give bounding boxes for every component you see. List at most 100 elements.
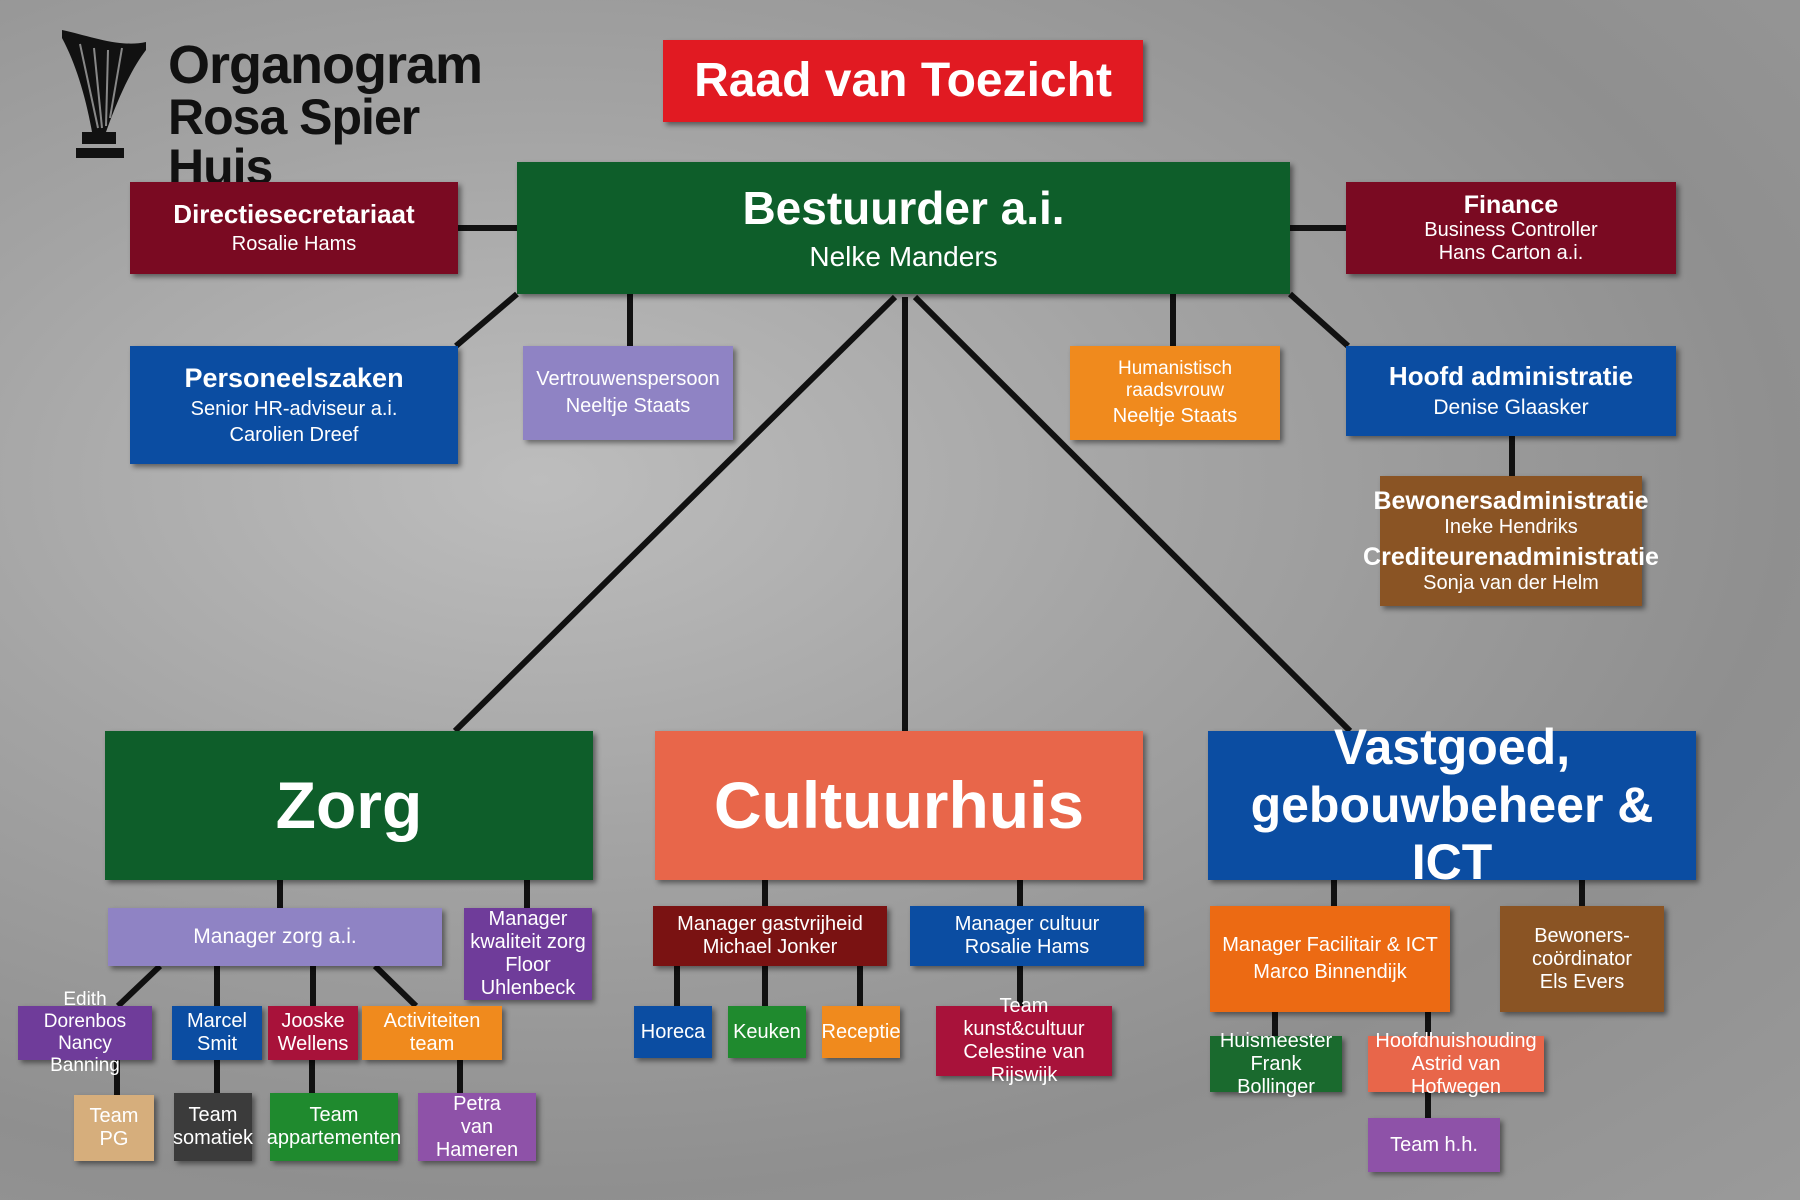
node-keuken[interactable]: Keuken [728,1006,806,1058]
node-title: Cultuurhuis [713,768,1085,843]
node-title: Bewonersadministratie [1373,487,1649,516]
node-role: Business Controller [1424,219,1598,242]
node-title: Receptie [821,1020,901,1043]
node-hoofdhuishouding[interactable]: Hoofdhuishouding Astrid van Hofwegen [1368,1030,1544,1098]
node-title: Team PG [89,1105,139,1150]
node-person: Ineke Hendriks [1444,516,1578,538]
node-edith-nancy[interactable]: Edith Dorenbos Nancy Banning [18,989,152,1076]
node-finance[interactable]: Finance Business Controller Hans Carton … [1346,182,1676,274]
node-title: Hoofd administratie [1388,360,1634,391]
node-bewonersadministratie[interactable]: Bewonersadministratie Ineke Hendriks Cre… [1363,476,1659,606]
node-manager-facilitair-ict[interactable]: Manager Facilitair & ICT Marco Binnendij… [1210,906,1450,1012]
connector [454,291,519,349]
node-team-appartementen[interactable]: Team appartementen [267,1093,401,1161]
node-manager-gastvrijheid[interactable]: Manager gastvrijheid Michael Jonker [653,906,887,966]
node-person: Els Evers [1539,970,1625,993]
node-person: van Hameren [435,1115,519,1161]
node-vertrouwenspersoon[interactable]: Vertrouwenspersoon Neeltje Staats [523,346,733,440]
logo-title: Organogram [168,35,483,95]
node-huismeester[interactable]: Huismeester Frank Bollinger [1210,1030,1342,1098]
node-title: Huismeester [1219,1029,1333,1052]
node-person: Astrid van Hofwegen [1410,1052,1502,1098]
node-person: Floor Uhlenbeck [480,954,576,999]
node-person: Marcel [186,1010,247,1032]
node-person: Rosalie Hams [964,936,1090,958]
node-title: Activiteiten team [383,1010,481,1055]
node-person: Carolien Dreef [229,423,359,446]
node-title: Team [188,1104,238,1126]
node-receptie[interactable]: Receptie [822,1006,900,1058]
node-personeelszaken[interactable]: Personeelszaken Senior HR-adviseur a.i. … [130,346,458,464]
node-person: Denise Glaasker [1433,395,1589,419]
node-person: Hans Carton a.i. [1438,242,1584,265]
node-person: Wellens [277,1033,349,1055]
node-title: Hoofdhuishouding [1375,1029,1537,1052]
node-jooske-wellens[interactable]: Jooske Wellens [268,1006,358,1060]
node-title: gebouwbeheer & ICT [1250,776,1654,891]
node-title: Manager gastvrijheid [677,913,863,935]
node-title: Finance [1463,190,1559,219]
connector [372,963,419,1009]
node-person: Jooske [281,1010,345,1032]
node-team-kunst-cultuur[interactable]: Team kunst&cultuur Celestine van Rijswij… [936,995,1112,1086]
node-person: Nancy Banning [50,1033,120,1076]
node-marcel-smit[interactable]: Marcel Smit [172,1006,262,1060]
node-person: Neeltje Staats [1112,405,1238,428]
node-title: Vastgoed, [1333,719,1571,776]
node-title: kwaliteit zorg [470,931,586,953]
node-horeca[interactable]: Horeca [634,1006,712,1058]
node-person: Celestine van Rijswijk [963,1041,1085,1086]
logo-subtitle: Rosa Spier Huis [168,89,420,195]
node-title: Manager Facilitair & ICT [1222,934,1438,956]
node-team-somatiek[interactable]: Team somatiek [172,1093,254,1161]
node-petra-van-hameren[interactable]: Petra van Hameren [418,1093,536,1161]
node-hoofd-administratie[interactable]: Hoofd administratie Denise Glaasker [1346,346,1676,436]
node-person: Rosalie Hams [231,233,357,256]
connector [912,294,1353,734]
node-title: Bewoners- [1534,924,1630,947]
node-manager-kwaliteit-zorg[interactable]: Manager kwaliteit zorg Floor Uhlenbeck [464,908,592,1000]
node-directiesecretariaat[interactable]: Directiesecretariaat Rosalie Hams [130,182,458,274]
node-person: Marco Binnendijk [1253,961,1407,983]
node-activiteiten-team[interactable]: Activiteiten team [362,1006,502,1060]
node-vastgoed[interactable]: Vastgoed, gebouwbeheer & ICT [1208,719,1696,890]
node-manager-zorg[interactable]: Manager zorg a.i. [108,908,442,966]
node-title: Humanistisch raadsvrouw [1117,357,1233,401]
node-title: Bestuurder a.i. [742,182,1065,235]
node-title: Raad van Toezicht [694,54,1112,108]
connector [115,963,163,1009]
node-person: Edith Dorenbos [43,989,127,1033]
node-title: Zorg [275,768,423,843]
node-title: Team kunst&cultuur [963,995,1085,1040]
node-humanistisch-raadsvrouw[interactable]: Humanistisch raadsvrouw Neeltje Staats [1070,346,1280,440]
harp-icon [62,30,146,158]
node-person: Frank Bollinger [1237,1052,1315,1098]
node-person: Michael Jonker [702,936,838,958]
node-team-hh[interactable]: Team h.h. [1368,1118,1500,1172]
node-bewonerscoordinator[interactable]: Bewoners- coördinator Els Evers [1500,906,1664,1012]
node-title: Directiesecretariaat [173,198,415,229]
node-title: Personeelszaken [184,363,404,394]
node-person: Smit [197,1033,237,1055]
node-title: appartementen [266,1127,402,1149]
node-title: Crediteurenadministratie [1363,543,1659,571]
node-title: Horeca [640,1020,706,1043]
node-person: Nelke Manders [809,241,998,273]
logo: Organogram Rosa Spier Huis [60,28,483,192]
node-role: Senior HR-adviseur a.i. [190,397,398,420]
node-title: coördinator [1531,947,1633,970]
node-manager-cultuur[interactable]: Manager cultuur Rosalie Hams [910,906,1144,966]
connector [1287,291,1351,349]
node-team-pg[interactable]: Team PG [74,1095,154,1161]
node-person: Neeltje Staats [565,395,691,417]
node-zorg[interactable]: Zorg [105,731,593,880]
node-bestuurder[interactable]: Bestuurder a.i. Nelke Manders [517,162,1290,294]
node-cultuurhuis[interactable]: Cultuurhuis [655,731,1143,880]
node-title: Team [309,1104,359,1126]
node-raad-van-toezicht[interactable]: Raad van Toezicht [663,40,1143,122]
connector [452,294,898,734]
node-title: Vertrouwenspersoon [536,368,720,390]
node-title: Team h.h. [1390,1133,1478,1156]
node-title: somatiek [172,1127,254,1149]
